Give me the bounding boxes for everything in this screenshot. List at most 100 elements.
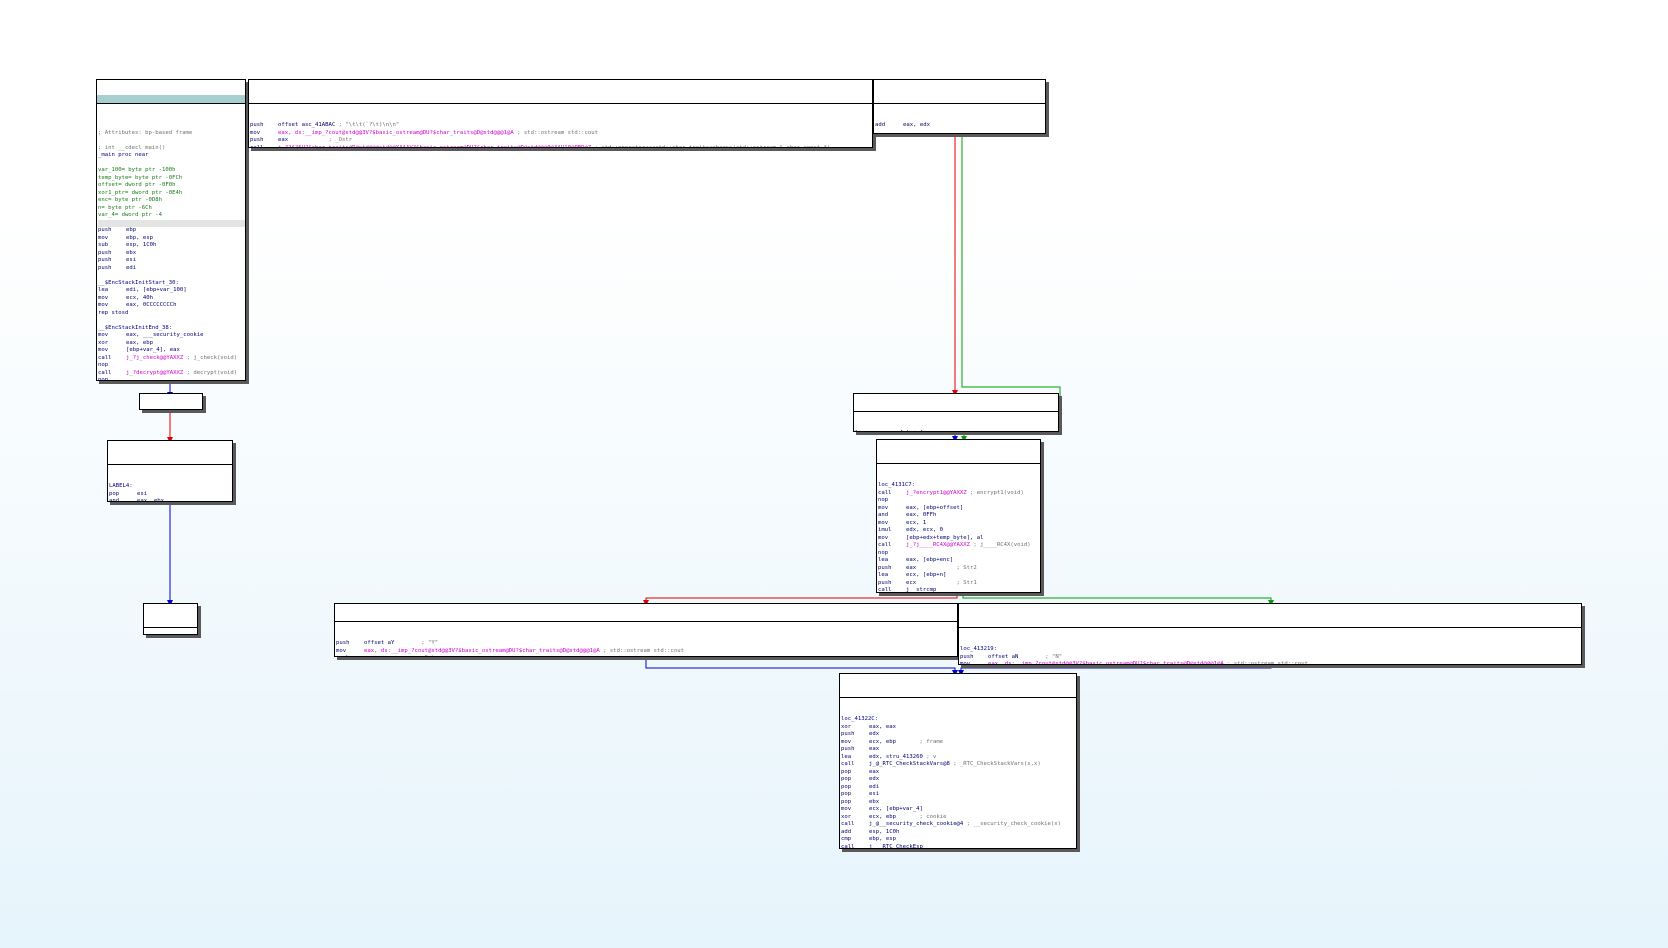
block-title-bar[interactable] [140,409,202,410]
operand[interactable]: ebp [126,227,137,233]
operand[interactable]: eax, eax [869,723,896,730]
stack-var[interactable]: xor1_ptr= dword ptr -0E4h [98,189,183,196]
block-title-bar[interactable] [249,95,872,104]
code-line[interactable]: loc_4131C7: [878,482,1040,490]
operand[interactable]: eax [364,655,374,656]
stack-var[interactable]: enc= byte ptr -0D8h [98,197,162,203]
operand[interactable]: eax, 0CCCCCCCCh [126,302,177,308]
operand[interactable]: j_?encrypt1@@YAXXZ [906,489,967,496]
code-line[interactable] [875,130,1045,134]
block-main[interactable]: ; Attributes: bp-based frame; int __cdec… [96,79,246,381]
operand[interactable]: ebp, esp [869,836,896,842]
code-line[interactable]: __$EncStackInitEnd_38: [98,325,245,333]
code-line[interactable]: nop [878,550,1040,558]
stack-var[interactable]: var_100= byte ptr -100h [98,167,176,173]
block-title-bar[interactable] [877,455,1040,464]
code-line[interactable]: loc_413219: [960,646,1581,654]
code-line[interactable] [98,137,245,145]
code-line[interactable]: loc_41322C: [841,716,1076,724]
operand[interactable]: edx, ecx, 0 [906,527,944,533]
code-line[interactable]: enc= byte ptr -0D8h [98,197,245,205]
operand[interactable]: j___RTC_CheckEsp [869,843,923,849]
code-line[interactable] [98,160,245,168]
operand[interactable]: eax, ___security_cookie [126,332,204,338]
operand[interactable]: ebp, esp [126,234,153,241]
operand[interactable]: ecx, 1 [906,519,927,526]
code-line[interactable]: rep stosd [98,310,245,318]
operand[interactable]: eax, ebp [126,339,153,346]
operand[interactable]: ecx, 40h [126,294,153,301]
stack-var[interactable]: temp_byte= byte ptr -0FCh [98,174,183,181]
operand[interactable]: ebx [126,249,137,256]
code-line[interactable]: ; int __cdecl main() [98,145,245,153]
operand[interactable]: esp, 1C0h [126,242,157,248]
block-title-bar[interactable] [959,619,1581,628]
operand[interactable]: edx, stru_413260 [869,753,923,760]
code-line[interactable]: _main proc near [98,152,245,160]
operand[interactable]: eax, ds:__imp_?cout@std@@3V?$basic_ostre… [988,661,1224,665]
block-locret[interactable]: locret_413104:retn 889h [143,603,198,635]
stack-var[interactable]: n= byte ptr -6Ch [98,204,152,211]
operand[interactable]: j__strcmp [906,587,937,593]
operand[interactable]: esi [869,791,880,797]
code-line[interactable]: LABEL4: [109,483,232,491]
code-label[interactable]: __$EncStackInitEnd_38: [98,324,173,331]
code-line[interactable]: var_100= byte ptr -100h [98,167,245,175]
operand[interactable]: [ebp+var_4], eax [126,347,180,353]
code-line[interactable]: mov[ebp+edx+temp_byte], al [878,535,1040,543]
block-title-bar[interactable] [108,456,232,465]
operand[interactable]: esi [126,257,137,263]
operand[interactable]: offset aY [364,640,395,646]
code-line[interactable]: temp_byte= byte ptr -0FCh [98,175,245,183]
block-title-bar[interactable] [335,619,957,622]
operand[interactable]: edx [869,776,880,782]
operand[interactable]: eax, [ebp+n] [883,430,923,431]
code-line[interactable]: offset= dword ptr -0F0h [98,182,245,190]
block-title-bar[interactable] [144,619,197,628]
block-title-bar[interactable] [854,409,1058,412]
operand[interactable]: ecx, ebp [869,813,896,820]
code-line[interactable] [98,122,245,130]
